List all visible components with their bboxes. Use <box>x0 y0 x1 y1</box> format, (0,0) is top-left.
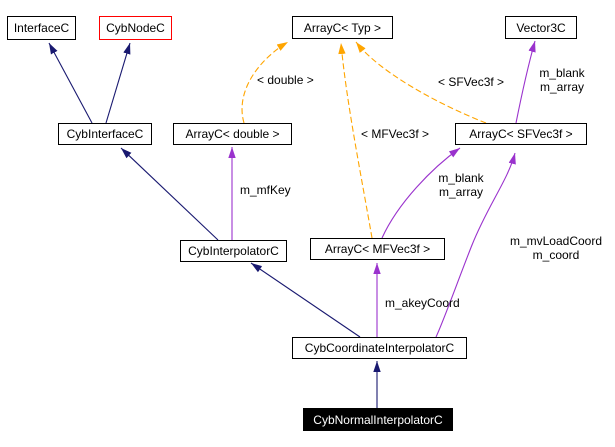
edge-label-line: m_blank <box>539 66 585 80</box>
node-vector3c[interactable]: Vector3C <box>505 16 577 39</box>
node-label: ArrayC< SFVec3f > <box>469 127 573 141</box>
edge-inheritance-cybcoordinateinterpolatorc-cybinterpolatorc <box>250 262 361 338</box>
edge-label-line: m_mvLoadCoord <box>509 234 603 248</box>
node-label: ArrayC< MFVec3f > <box>324 242 431 256</box>
edge-inheritance-cybinterfacec-cybnodec <box>105 42 131 124</box>
edge-usage-arraycsfvec3f-vector3c <box>515 40 536 124</box>
node-cybcoordinateinterpolatorc[interactable]: CybCoordinateInterpolatorC <box>292 337 467 359</box>
node-arrayc-mfvec3f[interactable]: ArrayC< MFVec3f > <box>310 238 445 260</box>
node-arrayc-sfvec3f[interactable]: ArrayC< SFVec3f > <box>455 123 587 145</box>
edge-label-template-double: < double > <box>257 73 314 87</box>
node-label: Vector3C <box>516 20 566 35</box>
edge-label-m-blank-m-array-right: m_blank m_array <box>534 66 590 94</box>
edge-label-line: m_array <box>438 185 483 199</box>
edge-label-m-akeycoord: m_akeyCoord <box>385 296 460 310</box>
node-cybinterpolatorc[interactable]: CybInterpolatorC <box>180 240 287 262</box>
node-arrayc-typ[interactable]: ArrayC< Typ > <box>292 16 393 39</box>
edge-usage-arraycmfvec3f-arraycsfvec3f <box>381 147 461 239</box>
edge-template-arraycdouble-arrayctyp <box>241 41 289 124</box>
edge-inheritance-cybinterpolatorc-cybinterfacec <box>120 147 219 241</box>
edge-inheritance-cybinterfacec-interfacec <box>48 42 93 124</box>
node-cybnormalinterpolatorc: CybNormalInterpolatorC <box>303 408 453 431</box>
node-arrayc-double[interactable]: ArrayC< double > <box>173 123 292 145</box>
node-cybinterfacec[interactable]: CybInterfaceC <box>58 123 152 145</box>
node-label: CybInterpolatorC <box>188 244 279 258</box>
edge-label-m-mvloadcoord-m-coord: m_mvLoadCoord m_coord <box>505 234 607 262</box>
node-label: CybCoordinateInterpolatorC <box>304 341 455 355</box>
edge-label-m-blank-m-array-mid: m_blank m_array <box>433 171 489 199</box>
edge-template-arraycsfvec3f-arrayctyp <box>355 41 487 124</box>
node-label: CybInterfaceC <box>66 127 144 141</box>
edge-template-arraycmfvec3f-arrayctyp <box>338 42 373 239</box>
node-interfacec[interactable]: InterfaceC <box>7 16 76 40</box>
edge-usage-cybcoordinateinterpolatorc-arraycsfvec3f <box>435 152 516 338</box>
edge-label-line: m_blank <box>438 171 484 185</box>
edge-label-m-mfkey: m_mfKey <box>240 183 291 197</box>
node-label: ArrayC< Typ > <box>303 20 382 35</box>
node-cybnodec[interactable]: CybNodeC <box>99 16 172 40</box>
node-label: InterfaceC <box>13 21 70 35</box>
edge-label-template-sfvec3f: < SFVec3f > <box>438 75 505 89</box>
node-label: ArrayC< double > <box>185 127 280 141</box>
edge-label-line: m_array <box>539 80 584 94</box>
node-label: CybNormalInterpolatorC <box>313 412 443 427</box>
edge-label-line: m_coord <box>532 248 580 262</box>
node-label: CybNodeC <box>106 21 165 35</box>
edge-label-template-mfvec3f: < MFVec3f > <box>361 127 430 141</box>
